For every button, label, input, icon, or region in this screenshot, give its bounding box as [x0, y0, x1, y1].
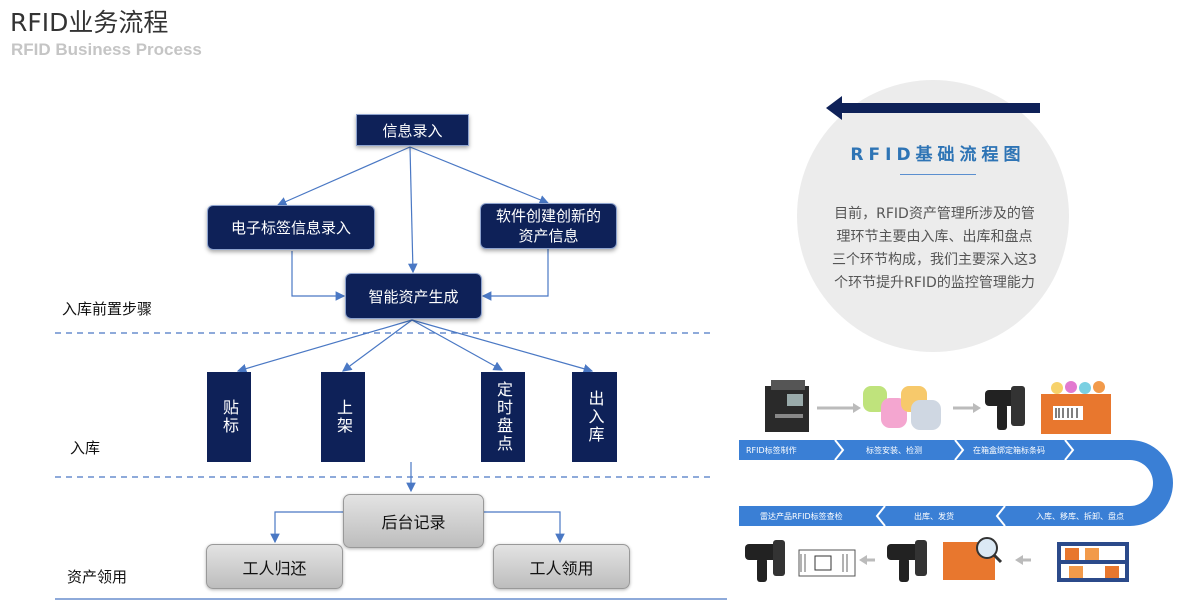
worker-use-box: 工人领用 — [493, 544, 630, 589]
box-icon — [1041, 381, 1111, 434]
attach-tag-box: 贴标 — [207, 372, 251, 462]
info-panel-title: RFID基础流程图 — [850, 145, 1026, 165]
backend-record-box: 后台记录 — [343, 494, 484, 548]
info-panel-divider — [900, 174, 976, 175]
stage-pre-label: 入库前置步骤 — [62, 300, 153, 318]
back-arrow-icon — [826, 96, 1040, 120]
strip-step-2: 标签安装、检测 — [866, 445, 922, 455]
page-subtitle: RFID Business Process — [11, 40, 202, 59]
tag-entry-box: 电子标签信息录入 — [207, 205, 375, 250]
strip-step-4: 出库、发货 — [914, 511, 954, 521]
colored-tags-icon — [863, 386, 941, 430]
shelf-icon — [1057, 542, 1129, 582]
stage-usage-label: 资产领用 — [67, 568, 128, 586]
inspect-box-icon — [943, 537, 1003, 580]
info-entry-box: 信息录入 — [356, 114, 469, 146]
shelve-box: 上架 — [321, 372, 365, 462]
strip-step-3: 在箱盒绑定箱标条码 — [973, 445, 1045, 455]
rfid-label-icon — [798, 549, 856, 577]
stage-inbound-label: 入库 — [70, 439, 101, 457]
info-panel-text: 目前，RFID资产管理所涉及的管理环节主要由入库、出库和盘点三个环节构成，我们主… — [832, 206, 1037, 291]
strip-step-5: 入库、移库、拆卸、盘点 — [1036, 511, 1124, 521]
strip-step-6: 雷达产品RFID标签查检 — [760, 511, 843, 521]
outbound-box: 出入库 — [572, 372, 617, 462]
strip-step-1: RFID标签制作 — [746, 445, 797, 455]
inventory-box: 定时盘点 — [481, 372, 525, 462]
reader-middle-icon — [887, 540, 927, 582]
process-strip — [739, 380, 1173, 582]
page-title: RFID业务流程 — [10, 8, 169, 37]
worker-return-box: 工人归还 — [206, 544, 343, 589]
info-circle — [797, 80, 1069, 352]
handheld-reader-icon — [985, 386, 1025, 430]
software-entry-box: 软件创建创新的资产信息 — [480, 203, 617, 249]
reader-left-icon — [745, 540, 785, 582]
printer-icon — [765, 380, 809, 432]
asset-generation-box: 智能资产生成 — [345, 273, 482, 319]
